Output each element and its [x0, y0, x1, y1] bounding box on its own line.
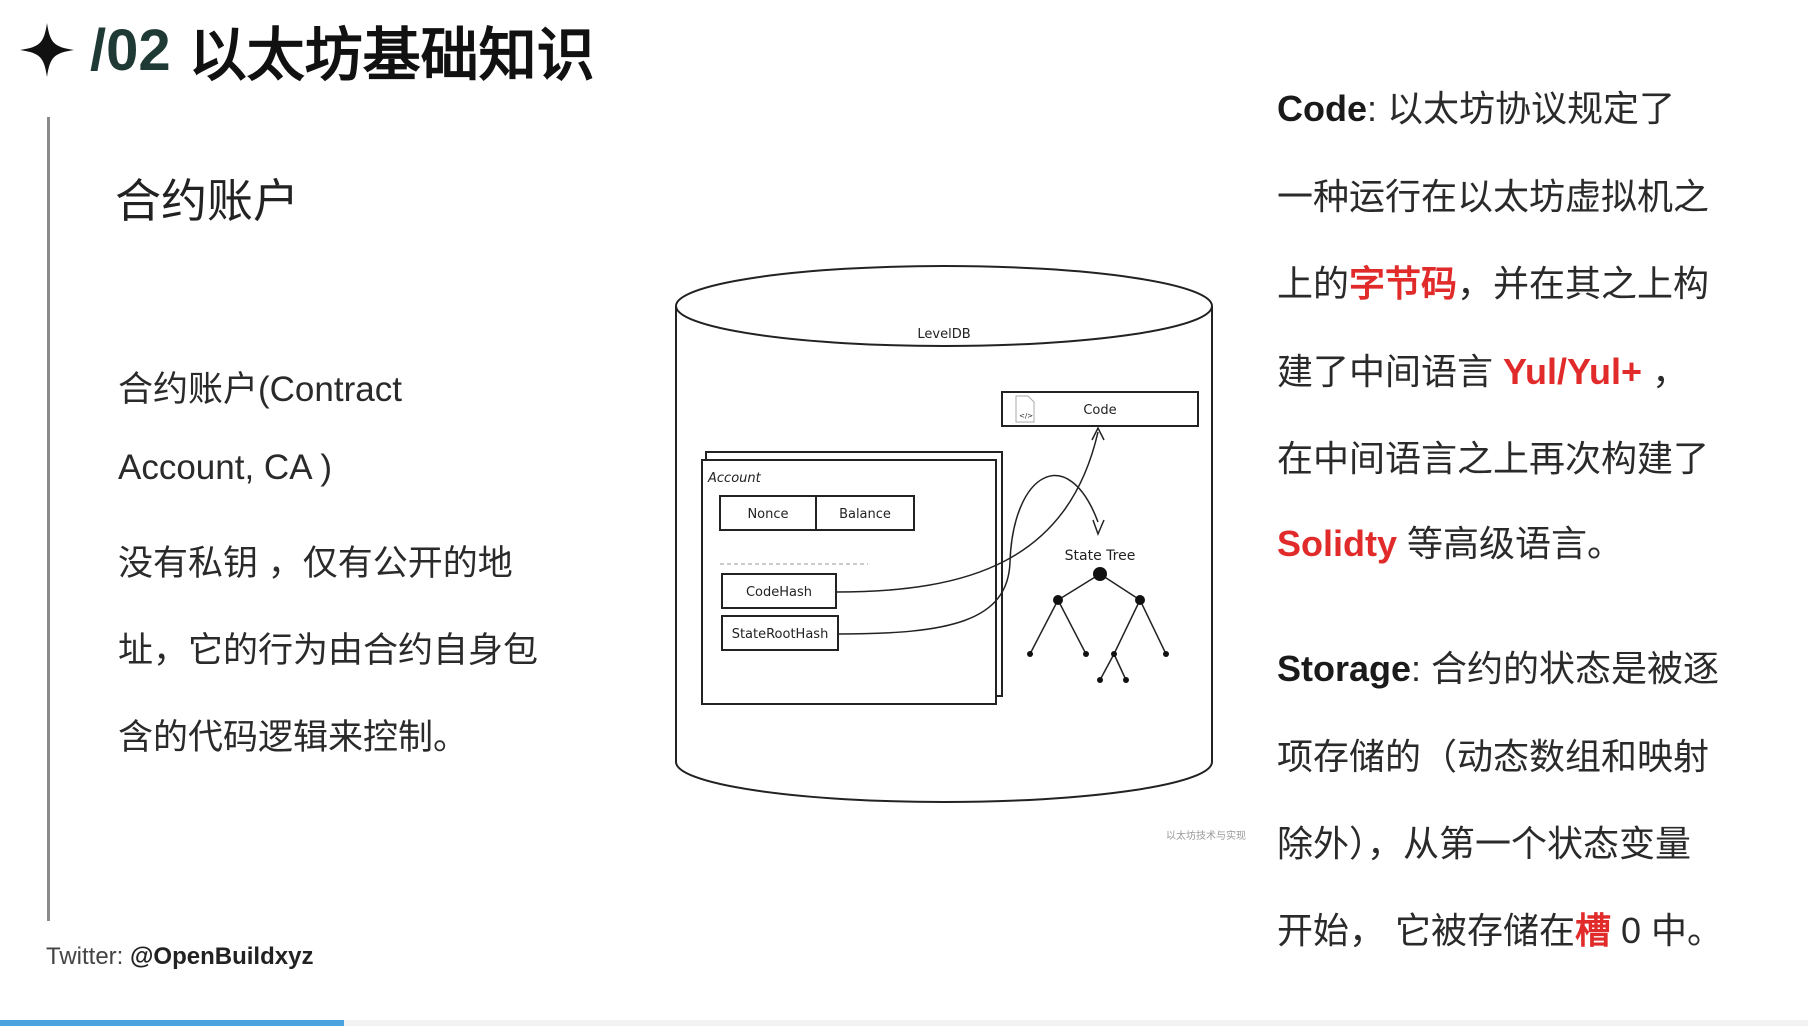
code-line: 建了中间语言 Yul/Yul+ ， [1277, 351, 1689, 392]
code-line: Solidty 等高级语言。 [1277, 523, 1624, 564]
stateroothash-field [721, 615, 839, 651]
diagram-watermark: 以太坊技术与实现 [1166, 831, 1246, 842]
code-line: 上的字节码，并在其之上构 [1277, 263, 1710, 304]
svg-text:</>: </> [1019, 412, 1033, 420]
section-number: /02 [90, 17, 171, 83]
section-title: 以太坊基础知识 [188, 23, 595, 88]
storage-line: 开始， 它被存储在槽 0 中。 [1277, 910, 1724, 951]
left-heading: 合约账户 [115, 175, 299, 227]
left-text-line: 合约账户(Contract [118, 370, 402, 409]
svg-text:CodeHash: CodeHash [746, 585, 812, 600]
codehash-arrow [835, 431, 1099, 593]
twitter-credit: Twitter: @OpenBuildxyz [46, 943, 314, 970]
video-progress-fill [0, 1020, 344, 1026]
file-code-icon: </> [1015, 395, 1035, 423]
left-text-line: 址，它的行为由合约自身包 [118, 631, 539, 670]
slide-title: /02 以太坊基础知识 [18, 8, 595, 92]
storage-line: 项存储的（动态数组和映射 [1277, 736, 1710, 777]
state-tree-label: State Tree [1065, 548, 1136, 564]
stateroot-arrow [837, 475, 1099, 635]
video-progress-bar[interactable] [0, 1020, 1808, 1026]
code-line: 在中间语言之上再次构建了 [1277, 438, 1710, 479]
account-label: Account [707, 471, 762, 486]
code-line: 一种运行在以太坊虚拟机之 [1277, 176, 1710, 217]
leveldb-diagram: LevelDB </> Code Account Nonce Balance C… [668, 262, 1228, 822]
state-tree-graph [1027, 567, 1169, 683]
svg-text:Balance: Balance [839, 507, 891, 522]
code-box-label: Code [1083, 403, 1116, 418]
code-box [1001, 391, 1199, 427]
svg-text:Nonce: Nonce [747, 507, 788, 522]
divider-line [47, 117, 50, 921]
balance-field [815, 495, 915, 531]
codehash-field [721, 573, 837, 609]
svg-text:StateRootHash: StateRootHash [732, 627, 829, 642]
database-cylinder [675, 265, 1213, 803]
db-label: LevelDB [917, 327, 970, 342]
code-line: Code: 以太坊协议规定了 [1277, 88, 1676, 129]
left-text-line: Account, CA ) [118, 448, 332, 487]
left-text-line: 含的代码逻辑来控制。 [118, 718, 469, 757]
twitter-handle: @OpenBuildxyz [130, 943, 314, 970]
storage-line: Storage: 合约的状态是被逐 [1277, 648, 1720, 689]
left-text-line: 没有私钥 ，仅有公开的地 [118, 544, 513, 583]
four-point-star-icon [20, 23, 74, 77]
storage-line: 除外），从第一个状态变量 [1277, 823, 1692, 864]
